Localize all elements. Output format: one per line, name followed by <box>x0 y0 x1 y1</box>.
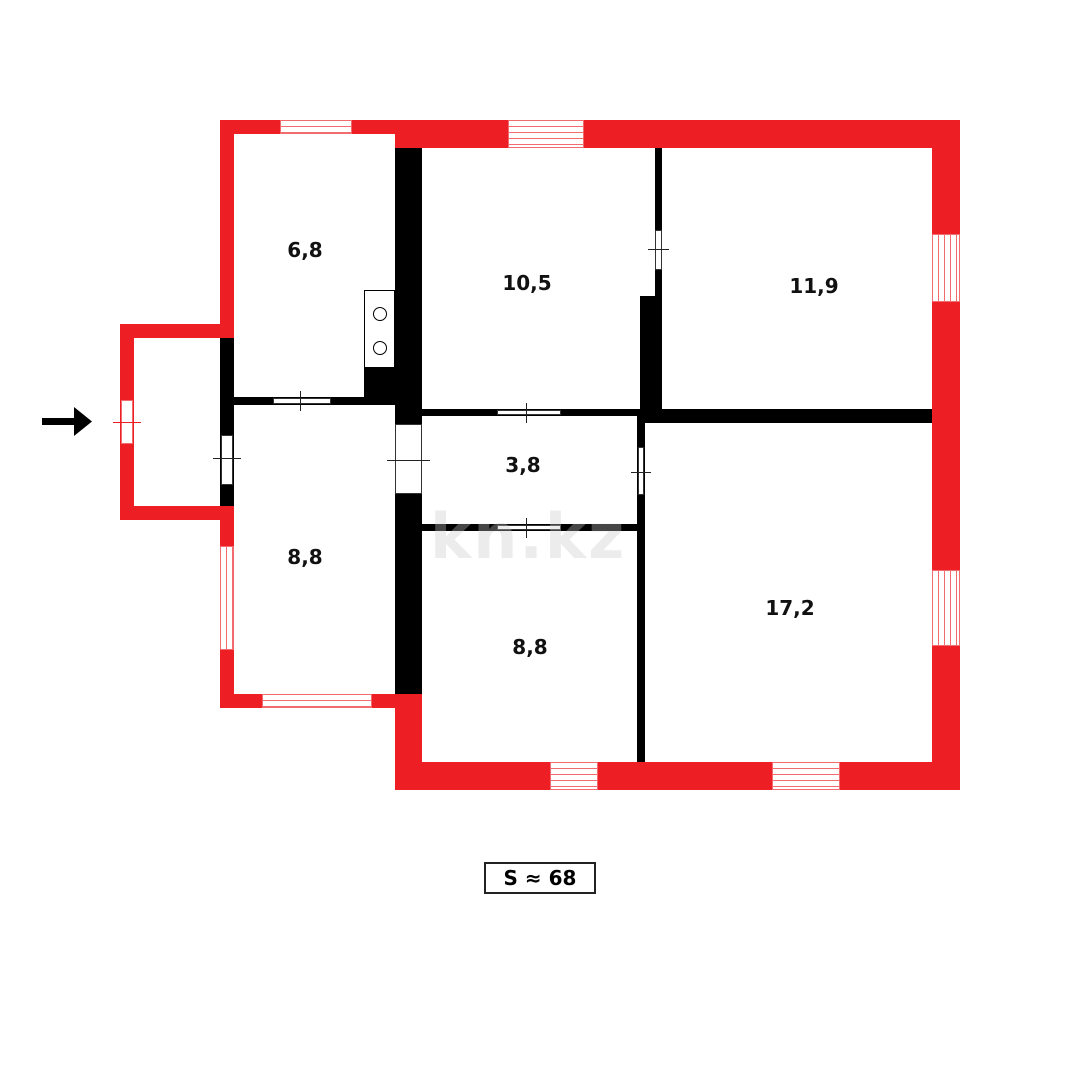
stove-burner-icon <box>373 307 387 321</box>
door-hall-corridor-mark <box>387 460 430 461</box>
door-corridor-top <box>497 410 561 415</box>
room-area-corridor: 3,8 <box>505 453 541 477</box>
entrance-door-mark <box>113 422 141 423</box>
room-area-kitchen: 6,8 <box>287 238 323 262</box>
door-corridor-bottom-mark <box>526 518 527 538</box>
room-area-top-right: 11,9 <box>789 274 839 298</box>
room-area-hall-left: 8,8 <box>287 545 323 569</box>
window-bottom-right <box>772 762 840 790</box>
exterior-wall-bottom <box>395 762 960 790</box>
interior-wall-corridor-right <box>637 416 645 762</box>
door-corridor-right <box>638 447 644 495</box>
door-corridor-bottom <box>497 525 561 530</box>
door-hall-corridor <box>395 424 422 494</box>
vestibule-wall-bottom <box>120 506 234 520</box>
exterior-wall-top-thick <box>395 120 960 148</box>
door-top-rooms-mark <box>648 249 669 250</box>
window-room-top-right <box>932 234 960 302</box>
exterior-wall-right <box>932 120 960 790</box>
window-room-bottom-right <box>932 570 960 646</box>
door-top-rooms <box>655 230 662 270</box>
kitchen-stove-block <box>364 367 395 405</box>
window-room-top-middle <box>508 120 584 148</box>
room-area-top-middle: 10,5 <box>502 271 552 295</box>
door-kitchen-hall <box>273 398 331 404</box>
window-hall-bottom <box>262 694 372 708</box>
stove-burner-icon <box>373 341 387 355</box>
total-area-badge: S ≈ 68 <box>484 862 596 894</box>
room-area-bottom-right: 17,2 <box>765 596 815 620</box>
room-area-bottom-middle: 8,8 <box>512 635 548 659</box>
door-corridor-top-mark <box>526 403 527 423</box>
arrow-right-icon <box>42 407 92 436</box>
interior-wall-main-vertical <box>395 148 422 694</box>
window-kitchen-top <box>280 120 352 134</box>
interior-wall-thick-pillar <box>640 296 662 418</box>
door-vestibule-hall-mark <box>213 458 241 459</box>
interior-wall-horizontal-right <box>640 409 932 423</box>
watermark: kn.kz <box>430 500 627 573</box>
total-area-label: S ≈ 68 <box>503 866 577 890</box>
door-vestibule-hall <box>221 435 233 485</box>
window-bottom-middle <box>550 762 598 790</box>
door-corridor-right-mark <box>631 472 651 473</box>
kitchen-stove <box>364 290 395 368</box>
window-hall-left <box>220 546 234 650</box>
interior-wall-thin-top <box>655 148 662 298</box>
vestibule-wall-top <box>120 324 234 338</box>
exterior-wall-kitchen-left <box>220 120 234 338</box>
door-kitchen-hall-mark <box>300 391 301 411</box>
